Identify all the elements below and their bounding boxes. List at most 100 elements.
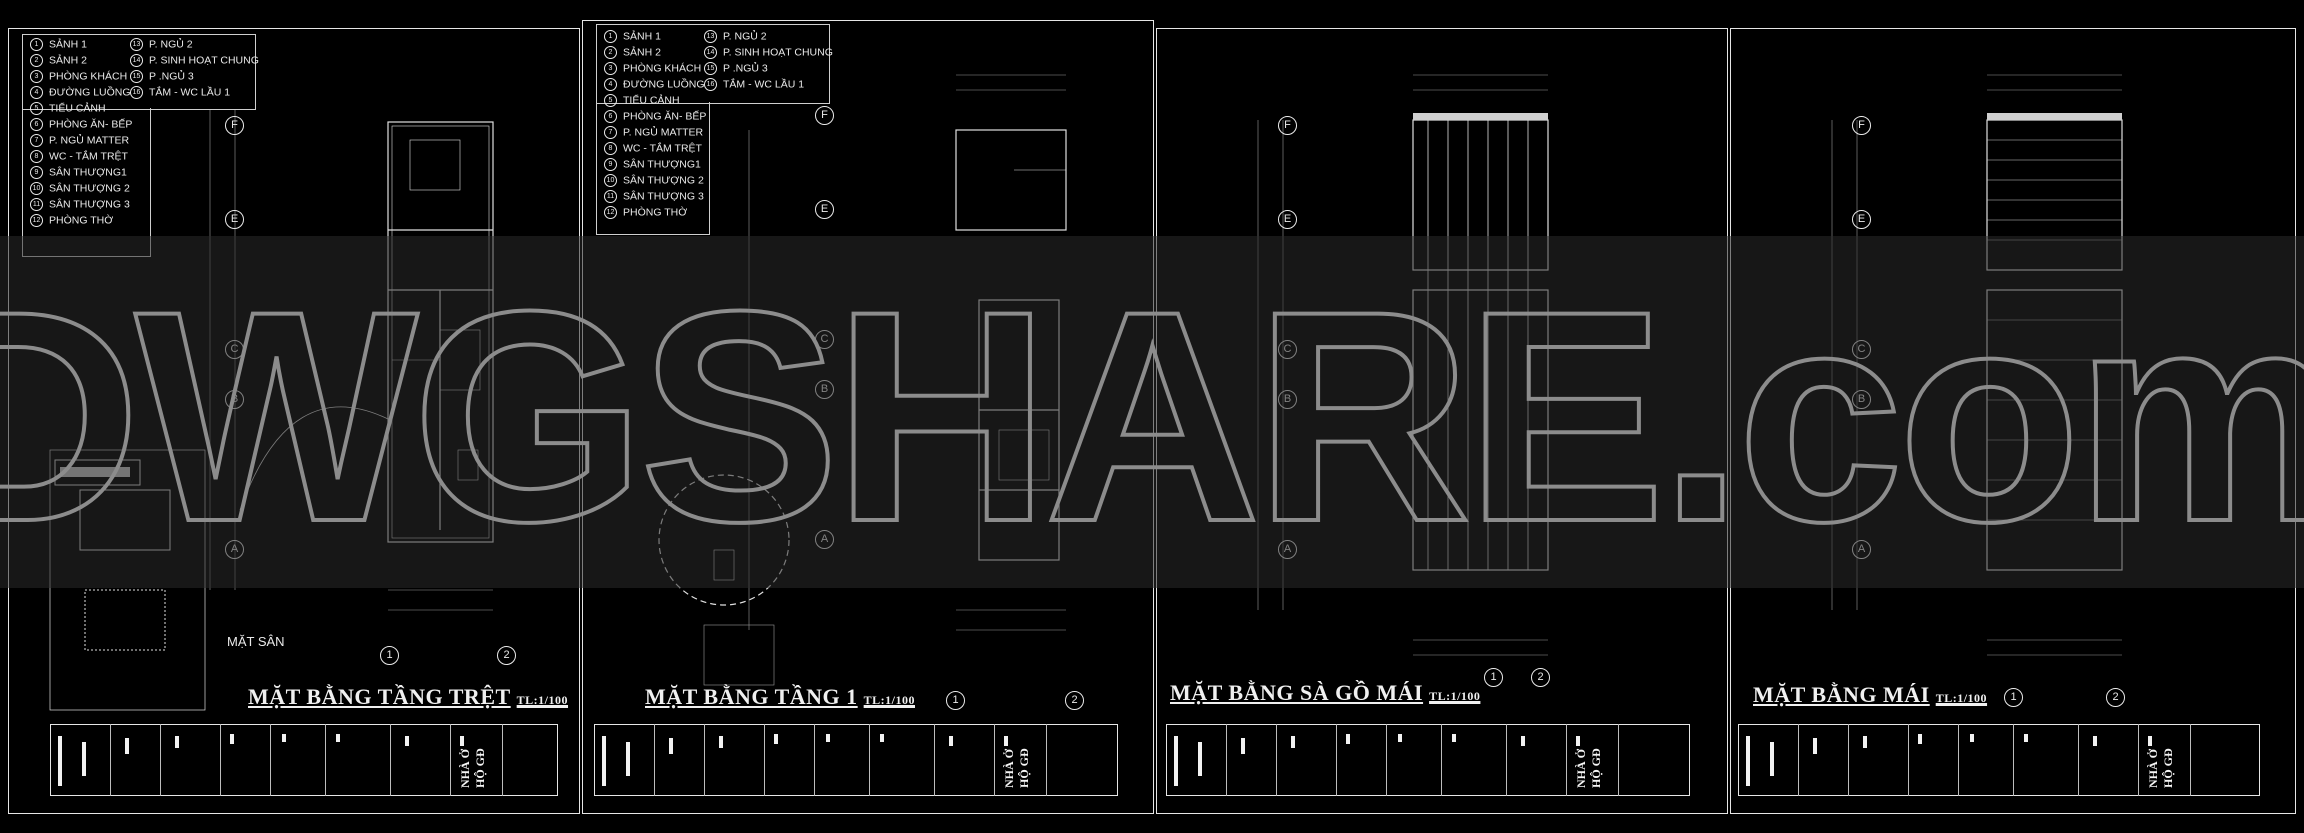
grid-col-bubble: 1 <box>946 691 965 710</box>
legend-label: P. SINH HOẠT CHUNG <box>149 54 259 67</box>
owner-label: NHÀ Ở HỘ GĐ <box>1002 748 1031 788</box>
legend-label: TẮM - WC LẦU 1 <box>723 78 805 91</box>
title-block-divider <box>325 724 326 796</box>
legend-label: PHÒNG ĂN- BẾP <box>623 110 707 123</box>
grid-row-bubble: A <box>1278 540 1297 559</box>
grid-row-bubble: C <box>1278 340 1297 359</box>
title-block-divider <box>2078 724 2079 796</box>
legend-label: ĐƯỜNG LUỒNG <box>49 86 131 99</box>
title-first-floor-scale: TL:1/100 <box>863 693 915 707</box>
title-block-divider <box>220 724 221 796</box>
title-block-divider <box>110 724 111 796</box>
legend-number: 16 <box>704 78 717 91</box>
title-block-text-bar <box>2093 736 2097 746</box>
title-block-divider <box>160 724 161 796</box>
legend-number: 10 <box>30 182 43 195</box>
grid-row-bubble: B <box>225 390 244 409</box>
grid-row-bubble: B <box>1278 390 1297 409</box>
title-block-divider <box>390 724 391 796</box>
legend-label: SÂN THƯỢNG 2 <box>49 182 130 195</box>
owner-label: NHÀ Ở HỘ GĐ <box>458 748 487 788</box>
legend-label: TIỂU CẢNH <box>49 102 106 115</box>
title-block-text-bar <box>82 742 86 776</box>
legend-label: P .NGỦ 3 <box>149 70 194 83</box>
grid-col-bubble: 2 <box>2106 688 2125 707</box>
legend-number: 3 <box>604 62 617 75</box>
legend-item: 1 SẢNH 1 <box>604 30 661 43</box>
title-block-text-bar <box>669 738 673 754</box>
title-block-divider <box>1908 724 1909 796</box>
title-block-text-bar <box>826 734 830 742</box>
room-legend-left <box>22 34 256 110</box>
title-block-text-bar <box>336 734 340 742</box>
title-block-text-bar <box>1174 736 1178 786</box>
title-block-text-bar <box>1398 734 1402 742</box>
title-block-divider <box>1618 724 1619 796</box>
legend-label: ĐƯỜNG LUỒNG <box>623 78 705 91</box>
legend-number: 13 <box>704 30 717 43</box>
grid-row-bubble: C <box>1852 340 1871 359</box>
title-block-text-bar <box>626 742 630 776</box>
title-block-divider <box>1566 724 1567 796</box>
legend-label: SẢNH 1 <box>623 30 661 43</box>
title-roof-text: MẶT BẰNG MÁI <box>1753 682 1930 707</box>
legend-number: 8 <box>604 142 617 155</box>
legend-item: 16 TẮM - WC LẦU 1 <box>704 78 804 91</box>
legend-number: 12 <box>604 206 617 219</box>
roof-purlin-plan <box>1257 74 1549 656</box>
legend-number: 8 <box>30 150 43 163</box>
title-block-text-bar <box>1746 736 1750 786</box>
title-block-text-bar <box>1452 734 1456 742</box>
title-first-floor: MẶT BẰNG TẦNG 1 TL:1/100 <box>645 684 915 710</box>
title-block-divider <box>1958 724 1959 796</box>
title-block-divider <box>1276 724 1277 796</box>
legend-label: WC - TẮM TRỆT <box>49 150 128 163</box>
title-block-purlin <box>1166 724 1690 796</box>
title-block-text-bar <box>460 736 464 746</box>
legend-item: 8 WC - TẮM TRỆT <box>30 150 128 163</box>
grid-row-bubble: C <box>225 340 244 359</box>
legend-number: 6 <box>30 118 43 131</box>
grid-row-bubble: A <box>225 540 244 559</box>
legend-number: 3 <box>30 70 43 83</box>
legend-number: 2 <box>30 54 43 67</box>
grid-row-bubble: F <box>815 106 834 125</box>
legend-label: PHÒNG THỜ <box>623 206 688 219</box>
legend-label: SÂN THƯỢNG 3 <box>49 198 130 211</box>
legend-label: SÂN THƯỢNG1 <box>49 166 127 179</box>
title-block-divider <box>450 724 451 796</box>
title-first-floor-text: MẶT BẰNG TẦNG 1 <box>645 684 858 709</box>
legend-label: P. NGỦ MATTER <box>49 134 130 147</box>
grid-row-bubble: F <box>1278 116 1297 135</box>
legend-item: 8 WC - TẮM TRỆT <box>604 142 702 155</box>
legend-number: 11 <box>30 198 43 211</box>
title-block-text-bar <box>1970 734 1974 742</box>
grid-row-bubble: E <box>225 210 244 229</box>
title-block-roof <box>1738 724 2260 796</box>
title-block-divider <box>1506 724 1507 796</box>
legend-label: WC - TẮM TRỆT <box>623 142 702 155</box>
legend-number: 7 <box>604 126 617 139</box>
legend-label: TẮM - WC LẦU 1 <box>149 86 231 99</box>
title-block-divider <box>1226 724 1227 796</box>
legend-number: 10 <box>604 174 617 187</box>
owner-label: NHÀ Ở HỘ GĐ <box>1574 748 1603 788</box>
roof-plan <box>1831 74 2123 656</box>
legend-number: 1 <box>604 30 617 43</box>
legend-number: 5 <box>604 94 617 107</box>
title-block-text-bar <box>1004 736 1008 746</box>
title-block-divider <box>270 724 271 796</box>
grid-row-bubble: A <box>1852 540 1871 559</box>
legend-number: 1 <box>30 38 43 51</box>
